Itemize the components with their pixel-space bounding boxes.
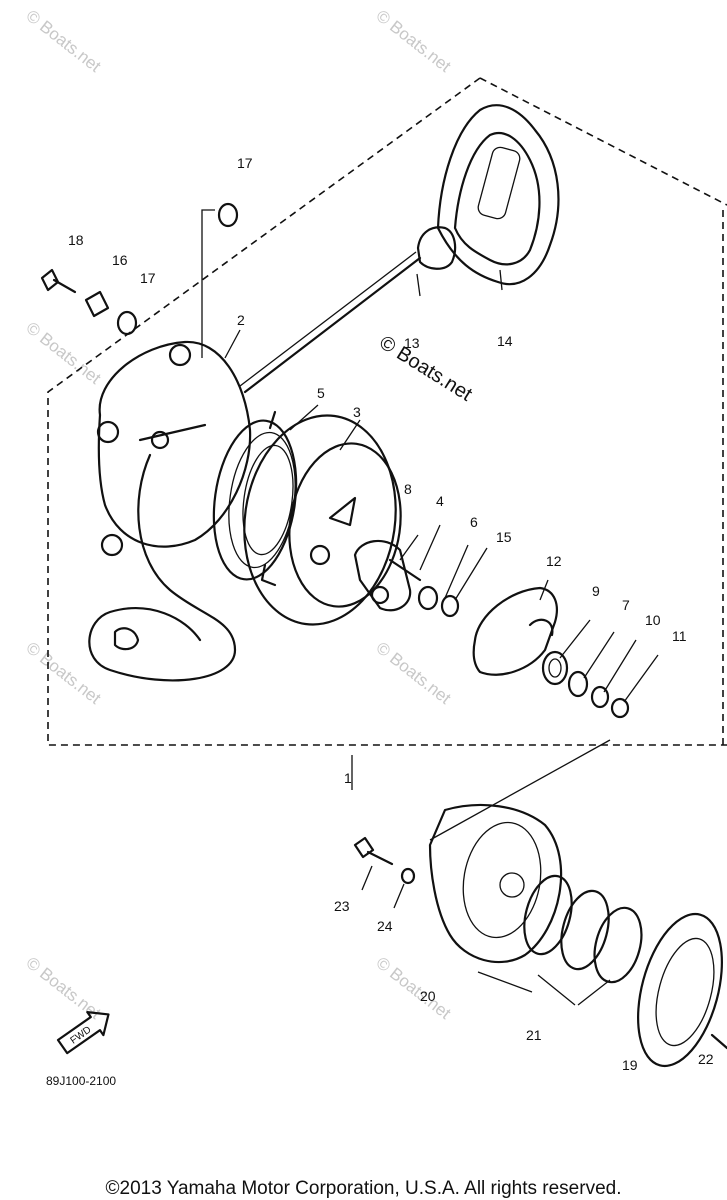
- watermark: © Boats.net: [375, 332, 476, 406]
- recoil-spring: [212, 410, 298, 581]
- bolt-18: [40, 268, 77, 294]
- watermark: © Boats.net: [23, 318, 105, 388]
- starter-handle: [416, 104, 560, 286]
- callout-20: 20: [420, 988, 436, 1004]
- callout-15: 15: [496, 529, 512, 545]
- washer-7: [567, 670, 589, 698]
- callout-14: 14: [497, 333, 513, 349]
- callout-6: 6: [470, 514, 478, 530]
- watermark: © Boats.net: [373, 6, 455, 76]
- plates-21: [523, 874, 643, 984]
- callout-4: 4: [436, 493, 444, 509]
- callout-3: 3: [353, 404, 361, 420]
- leader-lines: [224, 269, 659, 1006]
- watermark: © Boats.net: [373, 953, 455, 1023]
- callout-10: 10: [645, 612, 661, 628]
- callout-12: 12: [546, 553, 562, 569]
- callout-24: 24: [377, 918, 393, 934]
- nut-17-lower: [116, 310, 138, 336]
- sheave-drum: [243, 414, 402, 626]
- callout-5: 5: [317, 385, 325, 401]
- copyright-notice: ©2013 Yamaha Motor Corporation, U.S.A. A…: [105, 1178, 622, 1199]
- rope-coil: [88, 453, 237, 682]
- bolt-22: [710, 1033, 727, 1050]
- drawing-code: 89J100-2100: [46, 1074, 116, 1088]
- flywheel-19: [637, 912, 723, 1068]
- spring-15: [440, 594, 460, 618]
- callout-16: 16: [112, 252, 128, 268]
- nut-24: [400, 867, 416, 885]
- part-number-labels: 1 2 3 4 5 6 7 8 9 10 11 12 13 14 15 16 1…: [68, 155, 714, 1073]
- callout-11: 11: [672, 628, 687, 644]
- starter-rope: [243, 256, 422, 394]
- drive-plate: [472, 586, 558, 676]
- drive-pawl: [353, 539, 422, 612]
- callout-13: 13: [404, 335, 420, 351]
- flywheel-cup-20: [428, 803, 563, 964]
- callout-2: 2: [237, 312, 245, 328]
- watermark: © Boats.net: [23, 6, 105, 76]
- friction-spring-9: [541, 650, 569, 686]
- bolt-23: [353, 836, 394, 866]
- callout-23: 23: [334, 898, 350, 914]
- assembly-boundary: [47, 77, 727, 746]
- callout-1: 1: [344, 770, 352, 786]
- callout-17-upper: 17: [237, 155, 253, 171]
- nut-17-upper: [217, 202, 239, 228]
- callout-7: 7: [622, 597, 630, 613]
- watermark: © Boats.net: [23, 638, 105, 708]
- callout-22: 22: [698, 1051, 714, 1067]
- nut-11: [610, 697, 630, 719]
- collar-16: [84, 290, 110, 318]
- callout-21: 21: [526, 1027, 542, 1043]
- starter-case: [96, 340, 252, 557]
- spring-6: [417, 585, 439, 611]
- callout-8: 8: [404, 481, 412, 497]
- watermark: © Boats.net: [373, 638, 455, 708]
- washer-10: [590, 685, 610, 709]
- callout-18: 18: [68, 232, 84, 248]
- callout-19: 19: [622, 1057, 638, 1073]
- callout-9: 9: [592, 583, 600, 599]
- callout-17-lower: 17: [140, 270, 156, 286]
